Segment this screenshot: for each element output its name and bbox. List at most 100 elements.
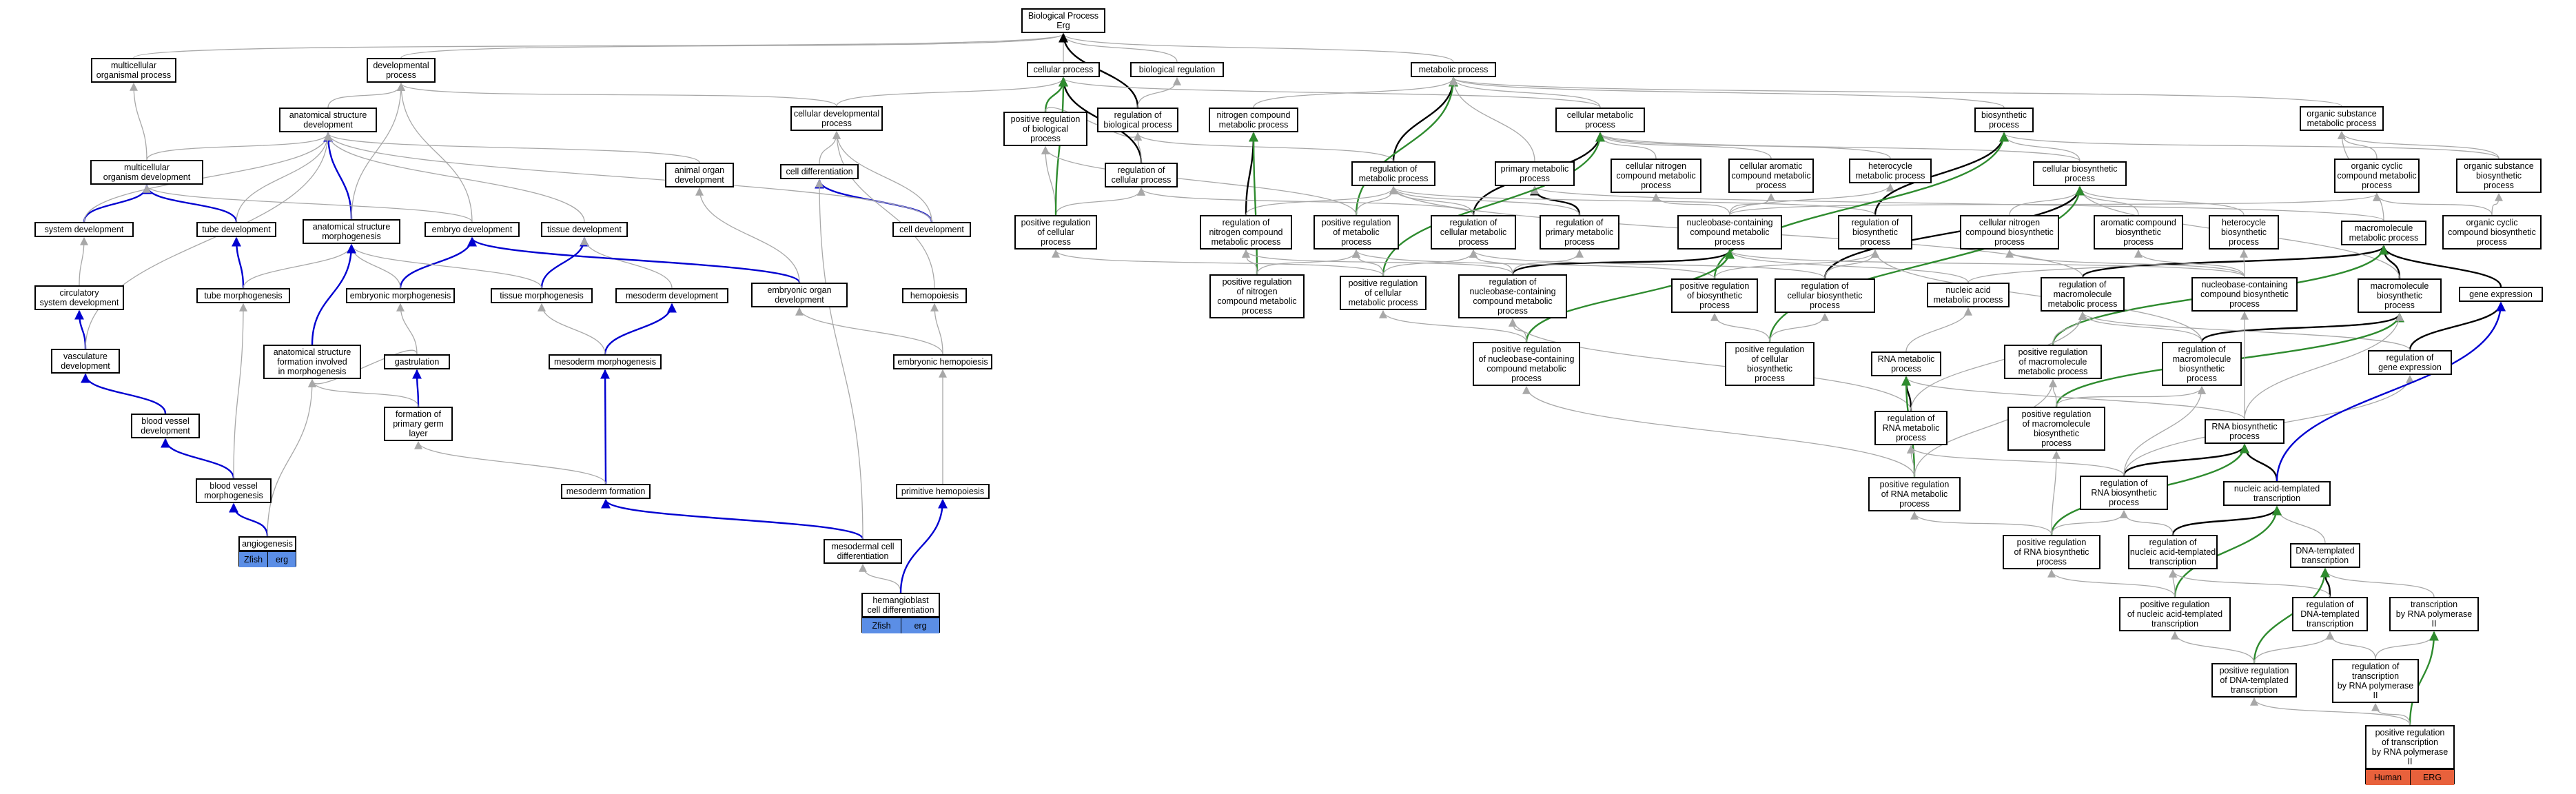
term-node-hemo[interactable]: hemopoiesis: [902, 288, 967, 303]
term-node-tubedev[interactable]: tube development: [196, 222, 276, 237]
term-node-celldev[interactable]: cell development: [892, 222, 971, 237]
term-node-mesomorph[interactable]: mesoderm morphogenesis: [549, 354, 662, 369]
term-label-line: biological regulation: [1138, 65, 1216, 74]
term-node-mesoform[interactable]: mesoderm formation: [561, 484, 651, 499]
term-node-cellp[interactable]: cellular process: [1027, 62, 1100, 77]
term-node-embdev[interactable]: embryo development: [425, 222, 520, 237]
term-node-metp[interactable]: metabolic process: [1411, 62, 1496, 77]
term-node-celldiff[interactable]: cell differentiation: [780, 164, 859, 179]
term-node-gast[interactable]: gastrulation: [384, 354, 450, 369]
term-node-tissdev[interactable]: tissue development: [541, 222, 628, 237]
term-label-line: process: [1511, 374, 1542, 383]
term-node-embmorph[interactable]: embryonic morphogenesis: [346, 288, 455, 303]
term-label-line: tissue morphogenesis: [500, 291, 584, 301]
term-node-primhemo[interactable]: primitive hemopoiesis: [896, 484, 990, 499]
edge-gray-bsp-to-metp: [1449, 77, 2005, 108]
term-node-bioreg[interactable]: biological regulation: [1130, 62, 1224, 77]
term-node-sysdev[interactable]: system development: [34, 222, 134, 237]
term-node-embhemo[interactable]: embryonic hemopoiesis: [893, 354, 992, 369]
term-node-gexp[interactable]: gene expression: [2459, 287, 2543, 302]
term-node-mesodev[interactable]: mesoderm development: [615, 288, 728, 303]
term-label-line: nucleic acid-templated: [2233, 484, 2320, 493]
term-node-tissmorph[interactable]: tissue morphogenesis: [491, 288, 593, 303]
term-node-tubemorph[interactable]: tube morphogenesis: [196, 288, 290, 303]
term-node-angio[interactable]: angiogenesis: [238, 536, 296, 551]
